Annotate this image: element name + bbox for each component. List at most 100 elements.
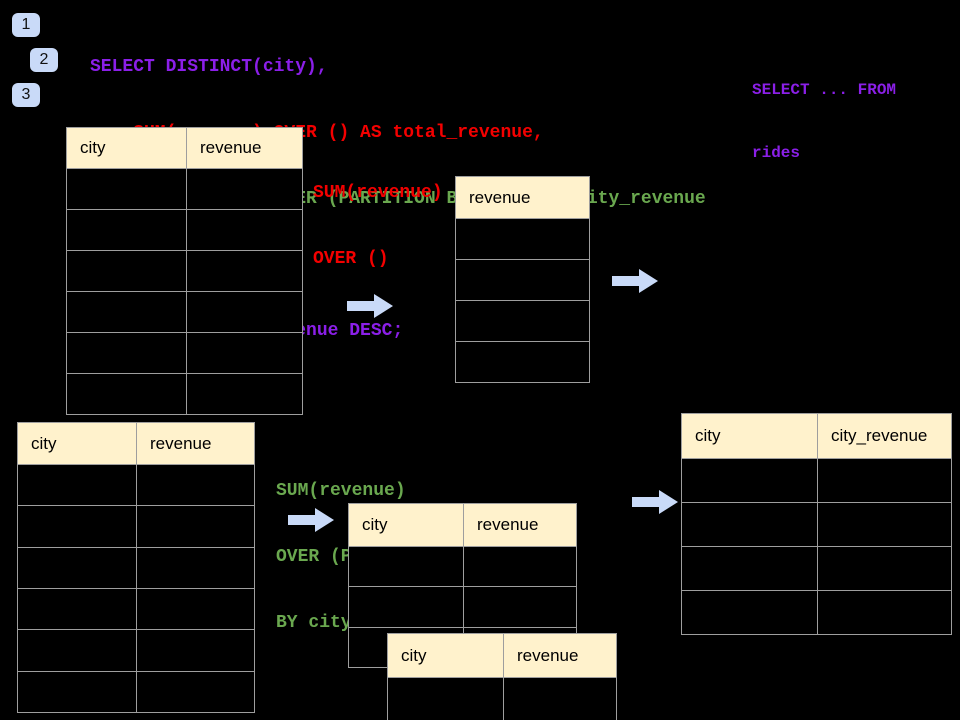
table-header-row: city revenue (18, 423, 254, 464)
table-cell (18, 671, 137, 712)
table-body (18, 464, 254, 712)
table-row (18, 546, 254, 588)
table-cell (349, 547, 464, 587)
table-body (67, 168, 302, 414)
table-source-top: city revenue (66, 127, 303, 415)
table-cell (187, 333, 302, 373)
table-row (18, 670, 254, 712)
column-header-city: city (349, 504, 464, 546)
table-row (18, 629, 254, 671)
table-header-row: city revenue (388, 634, 616, 677)
table-row (682, 590, 951, 634)
table-cell (18, 630, 137, 671)
table-cell (187, 374, 302, 414)
column-header-revenue: revenue (469, 187, 531, 207)
right-arrow-icon (288, 508, 334, 532)
table-source-bottom: city revenue (17, 422, 255, 713)
table-cell (137, 589, 254, 629)
table-cell (818, 547, 951, 590)
table-cell (504, 678, 616, 720)
step-badge-2: 2 (30, 48, 58, 72)
table-row (456, 259, 589, 300)
table-cell (18, 465, 137, 506)
table-body (388, 677, 616, 720)
partition-label-line-1: SUM(revenue) (276, 481, 406, 501)
table-cell (464, 547, 576, 586)
table-row (682, 502, 951, 546)
table-cell (456, 219, 589, 259)
table-row (67, 168, 302, 209)
table-cell (137, 672, 254, 712)
table-row (456, 341, 589, 382)
table-row (682, 458, 951, 502)
table-row (456, 300, 589, 341)
table-cell (682, 591, 818, 634)
column-header-city: city (67, 128, 187, 168)
table-row (67, 209, 302, 250)
table-cell (818, 459, 951, 502)
table-cell (464, 587, 576, 626)
table-row (18, 464, 254, 506)
side-note-line-2: rides (752, 144, 801, 162)
table-row (388, 677, 616, 720)
table-cell (818, 503, 951, 546)
table-cell (187, 169, 302, 209)
right-arrow-icon (347, 294, 393, 318)
table-cell (67, 292, 187, 332)
table-cell (137, 506, 254, 546)
table-body (682, 458, 951, 634)
column-header-revenue: revenue (150, 433, 212, 453)
table-header-row: city city_revenue (682, 414, 951, 458)
table-cell (682, 459, 818, 502)
total-revenue-label: SUM(revenue) OVER () (313, 138, 443, 314)
table-cell (18, 506, 137, 547)
total-label-line-1: SUM(revenue) (313, 183, 443, 203)
table-cell (682, 503, 818, 546)
table-row (456, 218, 589, 259)
table-cell (456, 301, 589, 341)
table-row (67, 291, 302, 332)
right-arrow-icon (632, 490, 678, 514)
table-cell (682, 547, 818, 590)
table-cell (187, 251, 302, 291)
total-label-line-2: OVER () (313, 249, 389, 269)
table-row (18, 505, 254, 547)
table-row (682, 546, 951, 590)
table-cell (818, 591, 951, 634)
table-body (456, 218, 589, 382)
column-header-revenue: revenue (477, 515, 539, 534)
column-header-revenue: revenue (517, 645, 579, 665)
right-arrow-icon (612, 269, 658, 293)
column-header-city: city (18, 423, 137, 464)
column-header-city: city (682, 414, 818, 458)
column-header-city-revenue: city_revenue (831, 426, 928, 445)
table-cell (388, 678, 504, 720)
side-note-line-1: SELECT ... FROM (752, 81, 897, 99)
table-cell (187, 210, 302, 250)
table-total-revenue: revenue (455, 176, 590, 383)
column-header-revenue: revenue (200, 138, 262, 157)
table-row (67, 250, 302, 291)
table-header-row: revenue (456, 177, 589, 218)
table-row (67, 332, 302, 373)
table-header-row: city revenue (67, 128, 302, 168)
table-cell (67, 169, 187, 209)
table-cell (18, 547, 137, 588)
side-note-code: SELECT ... FROM rides (752, 38, 896, 206)
table-city-revenue: city city_revenue (681, 413, 952, 635)
column-header-city: city (388, 634, 504, 677)
step-badge-3: 3 (12, 83, 40, 107)
table-cell (67, 251, 187, 291)
table-row (18, 587, 254, 630)
table-cell (137, 548, 254, 588)
table-cell (349, 587, 464, 627)
table-cell (187, 292, 302, 332)
table-cell (67, 210, 187, 250)
sql-line-select: SELECT DISTINCT(city), (90, 57, 328, 77)
table-cell (137, 630, 254, 670)
table-header-row: city revenue (349, 504, 576, 546)
table-cell (456, 260, 589, 300)
step-badge-1: 1 (12, 13, 40, 37)
table-cell (137, 465, 254, 505)
